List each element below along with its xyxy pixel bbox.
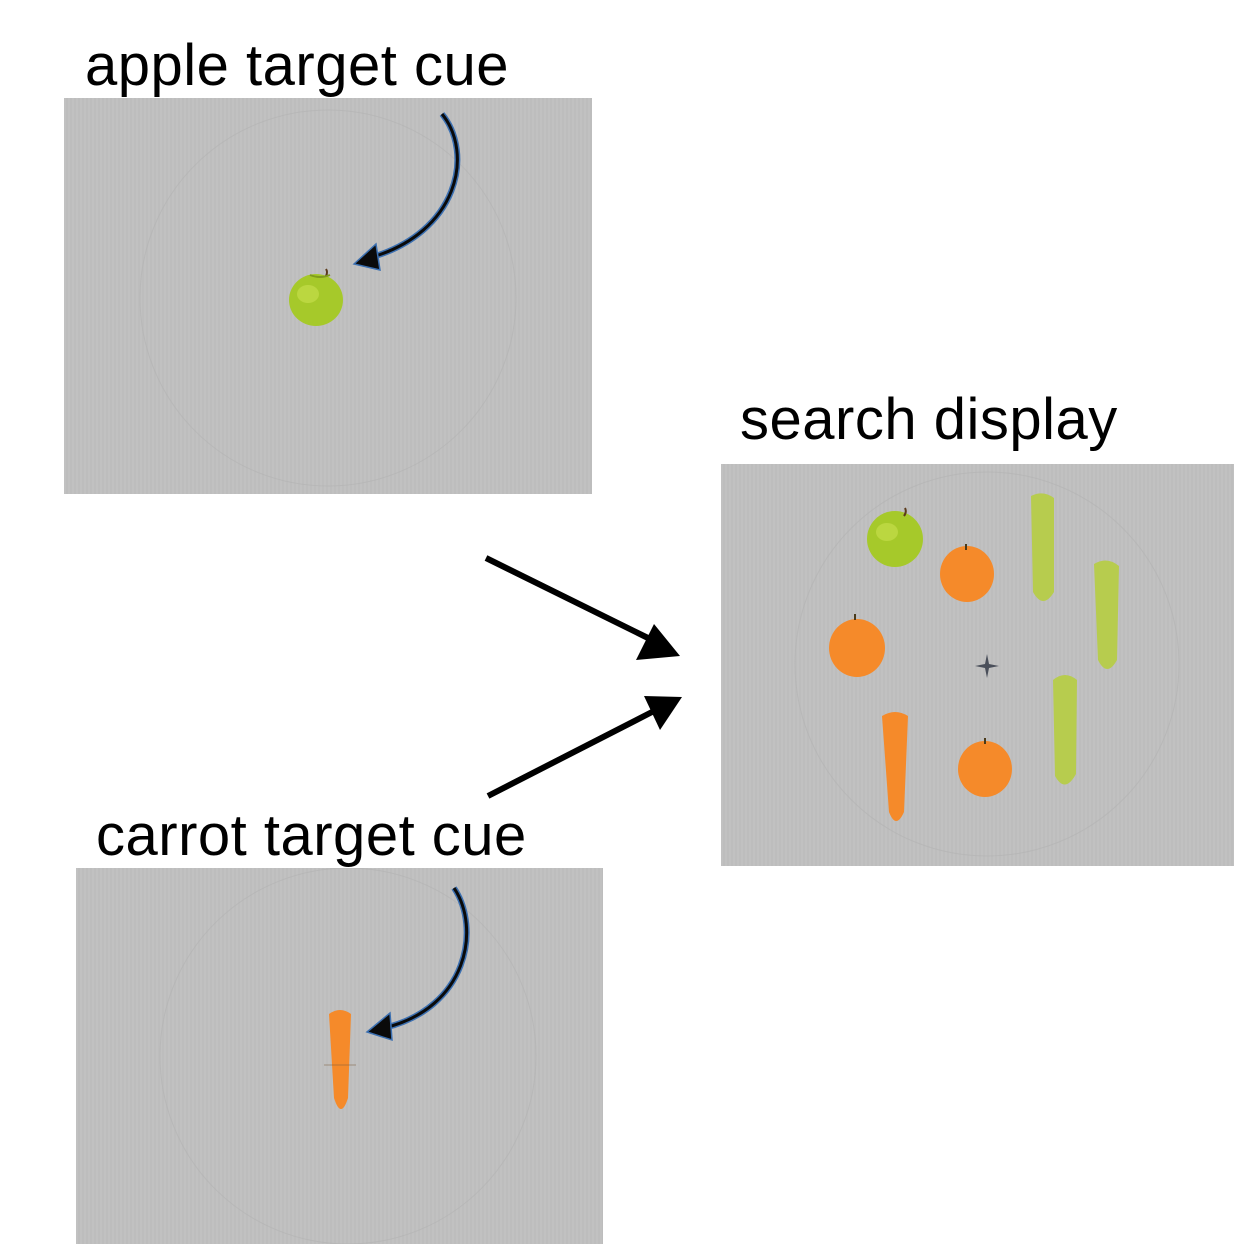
orange-icon: [940, 544, 994, 602]
search-display-panel: [721, 464, 1234, 866]
pepper-icon: [1031, 493, 1054, 601]
orange-icon: [958, 738, 1012, 797]
apple-icon: [289, 268, 343, 326]
search-display-label: search display: [740, 387, 1118, 452]
cue-arrow-icon: [365, 886, 470, 1042]
carrot-icon: [324, 1010, 356, 1109]
arrow-icon: [484, 555, 680, 660]
apple-icon: [867, 507, 923, 567]
fixation-cross-icon: [975, 654, 999, 678]
orange-icon: [829, 614, 885, 677]
apple-cue-label: apple target cue: [85, 33, 509, 98]
cue-arrow-icon: [352, 112, 461, 271]
carrot-icon: [882, 712, 908, 821]
pepper-icon: [1094, 560, 1119, 669]
apple-cue-panel: [64, 98, 592, 494]
carrot-cue-label: carrot target cue: [96, 803, 527, 868]
carrot-cue-panel: [76, 868, 603, 1244]
arrow-icon: [486, 696, 682, 799]
pepper-icon: [1053, 675, 1077, 785]
